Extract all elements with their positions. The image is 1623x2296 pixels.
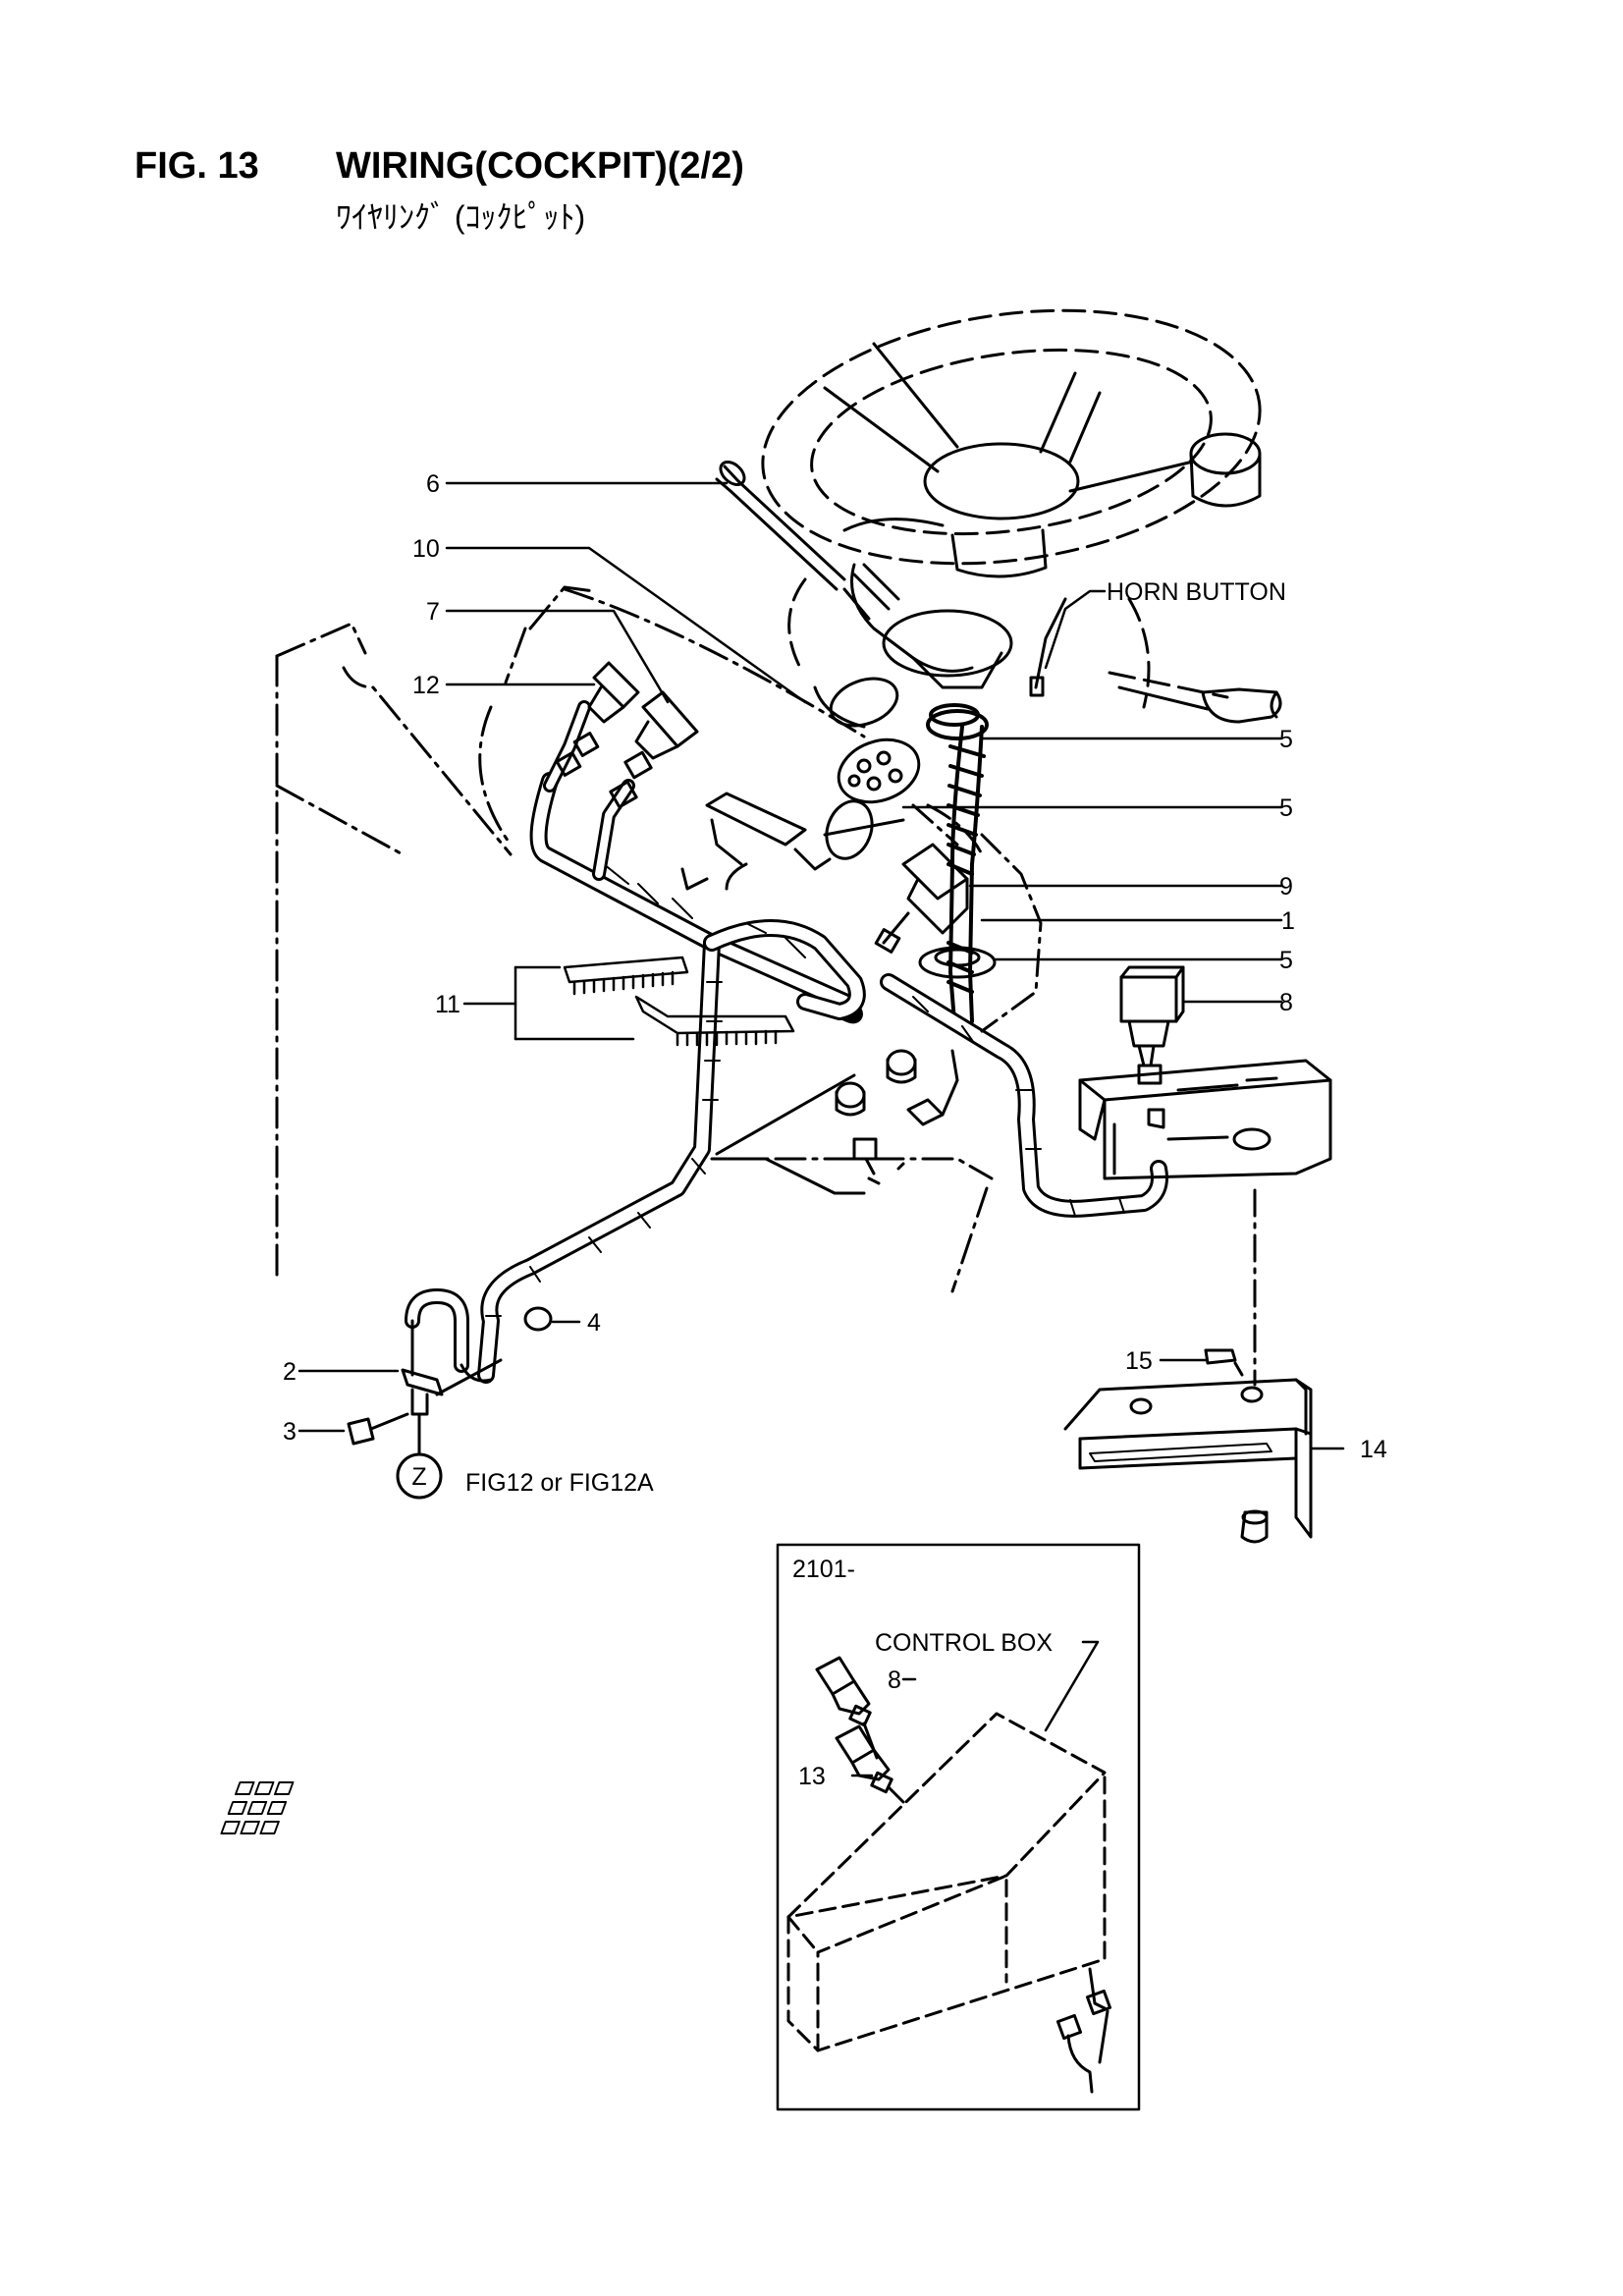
- callout-7: 7: [426, 598, 440, 626]
- horn-button-label: HORN BUTTON: [1107, 578, 1286, 606]
- callout-13: 13: [798, 1763, 826, 1790]
- control-box-label: CONTROL BOX: [875, 1629, 1053, 1657]
- z-marker: [396, 1412, 443, 1500]
- column-connectors: [813, 677, 921, 804]
- callout-9: 9: [1279, 873, 1293, 901]
- z-marker-label: Z: [411, 1463, 426, 1491]
- callout-5-lower: 5: [1279, 947, 1293, 974]
- callout-5-middle: 5: [1279, 794, 1293, 822]
- inset-serial-label: 2101-: [792, 1556, 855, 1583]
- inset-panel: [220, 1543, 1141, 2111]
- switch-harness-branches: [543, 661, 832, 891]
- column-dash-lines: [911, 803, 1043, 1033]
- clamp-assembly: [347, 1288, 553, 1446]
- callout-4: 4: [587, 1309, 601, 1337]
- mounting-bracket-upper: [1078, 1059, 1332, 1180]
- main-harness: [477, 772, 1168, 1384]
- callout-15: 15: [1125, 1347, 1153, 1375]
- switch-8: [1119, 965, 1185, 1085]
- dash-panel-outline: [275, 585, 994, 1293]
- figure-number: FIG. 13: [135, 145, 259, 187]
- figure-title: WIRING(COCKPIT)(2/2): [336, 145, 744, 187]
- callout-1: 1: [1281, 907, 1295, 935]
- switch-9: [874, 843, 969, 954]
- hanging-connectors: [710, 1049, 959, 1195]
- callout-6: 6: [426, 470, 440, 498]
- steering-wheel: [761, 308, 1262, 578]
- callout-12: 12: [412, 672, 440, 699]
- figure-subtitle: ﾜｲﾔﾘﾝｸﾞ (ｺｯｸﾋﾟｯﾄ): [336, 199, 586, 235]
- steering-column: [715, 460, 1151, 709]
- callout-3: 3: [283, 1418, 297, 1446]
- figure-reference: FIG12 or FIG12A: [465, 1469, 654, 1497]
- mounting-bracket-14: [1063, 1348, 1313, 1544]
- right-lever: [1108, 671, 1282, 724]
- callout-11: 11: [435, 991, 460, 1018]
- callout-5-upper: 5: [1279, 726, 1293, 753]
- leader-lines: [298, 481, 1345, 1450]
- callout-14: 14: [1360, 1436, 1387, 1463]
- callout-10: 10: [412, 535, 440, 563]
- callout-8-inset: 8: [888, 1667, 901, 1694]
- callout-8: 8: [1279, 989, 1293, 1016]
- clips-11: [563, 956, 795, 1047]
- callout-2: 2: [283, 1358, 297, 1386]
